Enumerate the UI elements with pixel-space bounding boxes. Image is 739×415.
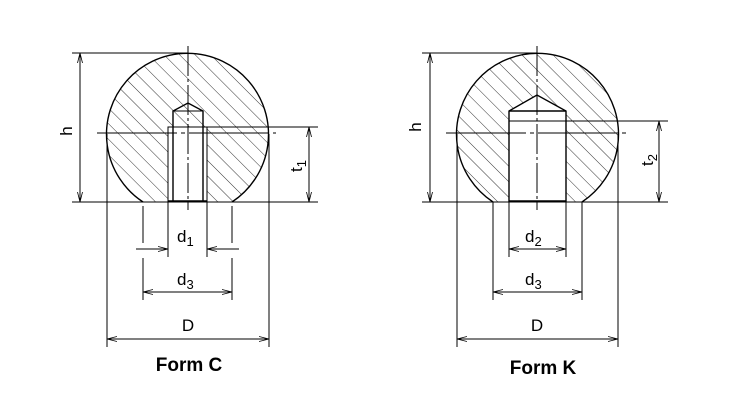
figure-title-form-c: Form C <box>156 355 223 376</box>
label-t2: t2 <box>638 154 660 166</box>
figure-title-form-k: Form K <box>510 358 577 379</box>
label-D: D <box>182 316 194 335</box>
label-h: h <box>57 126 76 135</box>
label-d2: d2 <box>525 227 542 249</box>
knob-section-hatched <box>106 53 269 202</box>
label-h: h <box>406 122 425 131</box>
knob-section-hatched <box>456 53 619 203</box>
figure-form-c: h t1 d1 d3 D Form C <box>57 46 318 376</box>
label-D: D <box>531 316 543 335</box>
label-d3: d3 <box>525 270 542 292</box>
label-d3: d3 <box>177 270 194 292</box>
figure-form-k: h t2 d2 d3 D Form K <box>406 46 668 379</box>
label-d1: d1 <box>177 227 194 249</box>
label-t1: t1 <box>287 160 309 172</box>
